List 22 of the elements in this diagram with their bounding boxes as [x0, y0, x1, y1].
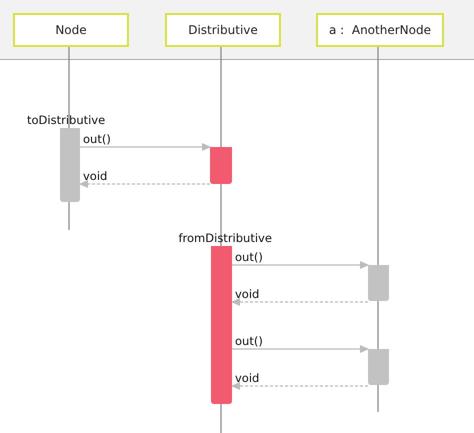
edge-label: out(): [235, 334, 263, 348]
return-arrow: [231, 382, 368, 390]
edge-label: void: [83, 169, 108, 183]
return-arrow: [231, 298, 368, 306]
activation-bar: [210, 147, 232, 184]
message-arrow: [80, 143, 211, 151]
activation-bar: [368, 349, 389, 385]
edge-label: out(): [235, 250, 263, 264]
message-arrow: [232, 345, 369, 353]
fragment-label: fromDistributive: [178, 231, 272, 245]
activation-bar: [368, 265, 389, 301]
edge-label: void: [235, 371, 260, 385]
activation-bar: [60, 128, 80, 202]
fragment-label: toDistributive: [27, 113, 106, 127]
message-arrow: [232, 261, 369, 269]
edge-label: void: [235, 287, 260, 301]
activation-bar: [211, 246, 232, 404]
edge-label: out(): [83, 132, 111, 146]
participant-box: Distributive: [165, 13, 281, 47]
participant-box: a : AnotherNode: [316, 13, 444, 47]
participant-box: Node: [13, 13, 129, 47]
return-arrow: [79, 180, 210, 188]
